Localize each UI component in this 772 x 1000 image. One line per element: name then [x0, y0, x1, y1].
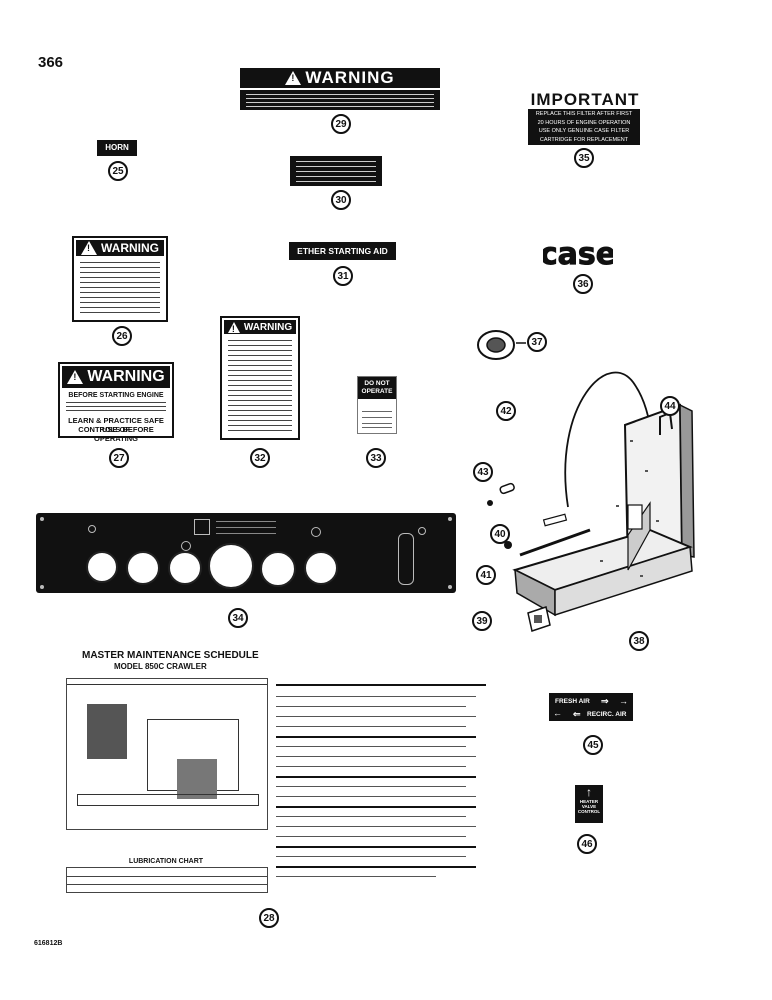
decal-horn: HORN: [97, 140, 137, 156]
schedule-model: MODEL 850C CRAWLER: [114, 662, 207, 671]
warning-heading: WARNING: [305, 68, 395, 87]
callout-33: 33: [366, 448, 386, 468]
callout-28: 28: [259, 908, 279, 928]
do-not-operate-line-1: DO NOT: [364, 380, 390, 387]
callout-36: 36: [573, 274, 593, 294]
instrument-panel: [36, 513, 456, 593]
callout-35: 35: [574, 148, 594, 168]
important-line-4: CARTRIDGE FOR REPLACEMENT: [539, 136, 629, 143]
decal-do-not-operate: DO NOT OPERATE: [357, 376, 397, 434]
gauge-5: [260, 551, 296, 587]
callout-32: 32: [250, 448, 270, 468]
panel-lamp-4: [418, 527, 426, 535]
callout-41: 41: [476, 565, 496, 585]
recirc-air-label: RECIRC. AIR: [587, 711, 627, 718]
battery-box-assembly: [477, 330, 695, 632]
callout-42: 42: [496, 401, 516, 421]
recirc-icon: ⇐: [573, 709, 581, 719]
callout-39: 39: [472, 611, 492, 631]
arrow-left-icon: ←: [553, 708, 562, 718]
decal-case-logo: case: [539, 235, 617, 273]
warning-triangle-icon: [227, 321, 240, 334]
panel-lamp-3: [311, 527, 321, 537]
heater-line-2: VALVE: [581, 804, 597, 809]
callout-26: 26: [112, 326, 132, 346]
page-number: 366: [38, 54, 64, 71]
warning-triangle-icon: [67, 370, 84, 384]
lubrication-chart-label: LUBRICATION CHART: [128, 858, 204, 865]
decal-important-text: REPLACE THIS FILTER AFTER FIRST 20 HOURS…: [528, 109, 640, 145]
callout-27: 27: [109, 448, 129, 468]
important-line-1: REPLACE THIS FILTER AFTER FIRST: [535, 111, 633, 117]
callout-40: 40: [490, 524, 510, 544]
callout-38: 38: [629, 631, 649, 651]
important-line-3: USE ONLY GENUINE CASE FILTER: [538, 128, 630, 134]
gauge-3: [168, 551, 202, 585]
warning-engine-line-1: BEFORE STARTING ENGINE: [68, 392, 164, 399]
callout-30: 30: [331, 190, 351, 210]
heater-line-1: HEATER: [579, 799, 599, 804]
decal-ether-starting-aid: ETHER STARTING AID: [289, 242, 396, 260]
decal-fresh-air: FRESH AIR ⇒ → ← ⇐ RECIRC. AIR: [549, 693, 633, 721]
panel-lamp-1: [88, 525, 96, 533]
gauge-6: [304, 551, 338, 585]
do-not-operate-line-2: OPERATE: [361, 388, 393, 395]
warning-triangle-icon: [81, 241, 97, 255]
panel-switch-cutout: [194, 519, 210, 535]
grommet-part-37: [477, 330, 515, 360]
warning-engine-line-2: LEARN & PRACTICE SAFE USE OF: [68, 416, 164, 434]
do-not-operate-header: DO NOT OPERATE: [358, 377, 396, 399]
decal-warning-29: WARNING: [240, 68, 440, 110]
callout-31: 31: [333, 266, 353, 286]
decal-warning-26: WARNING: [72, 236, 168, 322]
figure-code: 616812B: [34, 940, 63, 947]
fresh-air-label: FRESH AIR: [555, 698, 590, 705]
decal-warning-32: WARNING: [220, 316, 300, 440]
gauge-1: [86, 551, 118, 583]
lubrication-chart-table: [66, 867, 268, 893]
arrow-right-icon: ⇒: [601, 696, 609, 706]
warning-heading: WARNING: [243, 321, 293, 333]
decal-heater-valve-control: ↑ HEATER VALVE CONTROL: [575, 785, 603, 823]
callout-46: 46: [577, 834, 597, 854]
decal-warning-engine: WARNING BEFORE STARTING ENGINE LEARN & P…: [58, 362, 174, 443]
callout-43: 43: [473, 462, 493, 482]
callout-45: 45: [583, 735, 603, 755]
heater-line-3: CONTROL: [577, 809, 601, 814]
panel-lamp-2: [181, 541, 191, 551]
warning-heading: WARNING: [87, 368, 165, 385]
case-logo-text: case: [543, 237, 613, 271]
schedule-title: MASTER MAINTENANCE SCHEDULE: [82, 650, 259, 661]
callout-29: 29: [331, 114, 351, 134]
decal-important-title: IMPORTANT: [530, 90, 640, 109]
arrow-right-icon: →: [619, 696, 628, 706]
gauge-2: [126, 551, 160, 585]
master-maintenance-schedule: MASTER MAINTENANCE SCHEDULE MODEL 850C C…: [66, 648, 496, 906]
schedule-crawler-diagram: [66, 678, 268, 830]
warning-engine-line-3: CONTROLS BEFORE OPERATING: [78, 425, 154, 443]
gauge-center-large: [208, 543, 254, 589]
panel-throttle-slot: [398, 533, 414, 585]
warning-triangle-icon: [285, 71, 302, 85]
warning-heading: WARNING: [101, 241, 159, 255]
callout-37: 37: [527, 332, 547, 352]
callout-44: 44: [660, 396, 680, 416]
callout-34: 34: [228, 608, 248, 628]
arrow-up-icon: ↑: [586, 785, 592, 799]
important-line-2: 20 HOURS OF ENGINE OPERATION: [537, 119, 631, 126]
callout-25: 25: [108, 161, 128, 181]
decal-30: [290, 156, 382, 186]
